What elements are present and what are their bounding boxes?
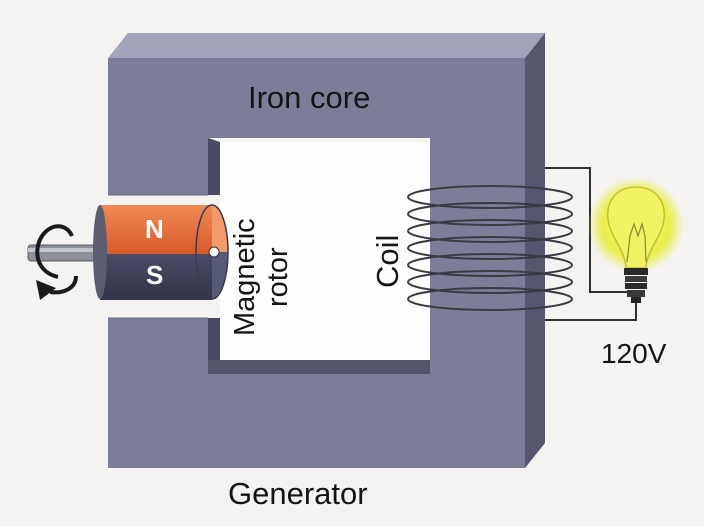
coil-label: Coil bbox=[370, 234, 405, 288]
coil bbox=[407, 185, 573, 311]
iron-core-window-wall bbox=[220, 142, 430, 360]
north-pole-label: N bbox=[145, 214, 164, 244]
magnetic-rotor-label-line1: Magnetic bbox=[229, 218, 261, 336]
light-bulb-icon bbox=[588, 177, 684, 303]
south-pole-label: S bbox=[146, 260, 164, 290]
iron-core-upper-gap-inner bbox=[208, 138, 220, 195]
diagram-caption: Generator bbox=[228, 476, 368, 511]
rotor-end-north bbox=[212, 205, 228, 252]
north-pole-body bbox=[100, 205, 212, 254]
rotation-arrow-icon bbox=[35, 224, 78, 300]
south-pole-body bbox=[100, 254, 212, 300]
iron-core-right-face bbox=[525, 33, 545, 468]
magnetic-rotor-label: Magnetic rotor bbox=[229, 218, 295, 336]
iron-core bbox=[108, 33, 545, 468]
voltage-label: 120V bbox=[601, 338, 667, 369]
rotor-end-south bbox=[212, 252, 228, 299]
iron-core-top-face bbox=[108, 33, 545, 58]
magnetic-rotor bbox=[93, 204, 229, 300]
magnetic-rotor-label-line2: rotor bbox=[262, 247, 294, 307]
iron-core-label: Iron core bbox=[248, 80, 371, 115]
iron-core-window-shadow bbox=[208, 360, 430, 374]
iron-core-front-face bbox=[108, 58, 525, 468]
